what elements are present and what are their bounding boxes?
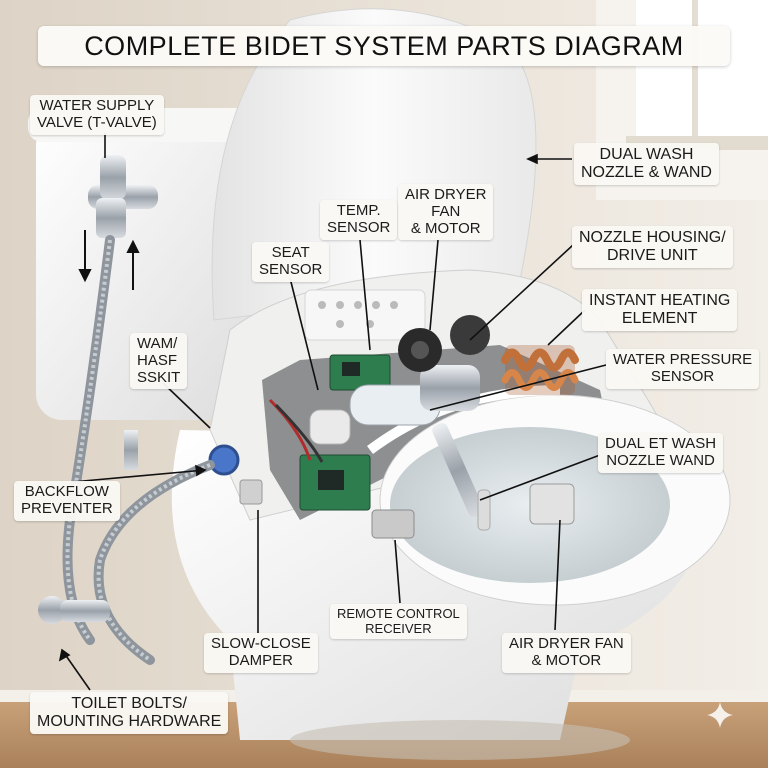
damper-button [239, 479, 263, 505]
t-valve [88, 155, 158, 238]
sparkle-icon [707, 702, 733, 728]
page-title: COMPLETE BIDET SYSTEM PARTS DIAGRAM [38, 26, 730, 66]
receiver-pad [371, 509, 415, 539]
label-air-dryer-bottom: AIR DRYER FAN& MOTOR [502, 633, 631, 673]
label-toilet-bolts: TOILET BOLTS/MOUNTING HARDWARE [30, 692, 229, 734]
label-nozzle-housing: NOZZLE HOUSING/DRIVE UNIT [572, 226, 733, 268]
flow-arrows [78, 230, 140, 290]
pump-assembly [309, 315, 490, 445]
heating-coil [501, 345, 579, 395]
tank-connector [124, 430, 138, 470]
label-temp-sensor: TEMP.SENSOR [320, 200, 398, 240]
dryer-vent [529, 483, 575, 525]
shutoff-valve [38, 596, 110, 624]
leader-lines [61, 133, 607, 691]
circuit-boards [299, 354, 391, 511]
water-inlet [208, 444, 240, 476]
